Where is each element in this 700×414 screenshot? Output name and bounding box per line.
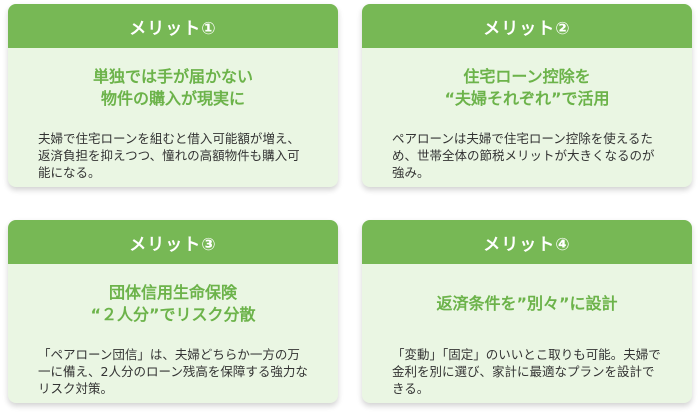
merit-card-2: メリット② 住宅ローン控除を “夫婦それぞれ”で活用 ペアローンは夫婦で住宅ロー… [362,4,692,187]
merit-card-description: 「ペアローン団信」は、夫婦どちらか一方の万一に備え、2人分のローン残高を保障する… [38,347,308,396]
merit-card-title: 団体信用生命保険 “２人分”でリスク分散 [8,276,338,332]
merit-card-title: 住宅ローン控除を “夫婦それぞれ”で活用 [362,60,692,116]
merit-card-header: メリット④ [362,220,692,264]
title-line: 住宅ローン控除を [463,67,591,86]
merit-card-description: 「変動」「固定」のいいとこ取りも可能。夫婦で金利を別に選び、家計に最適なプランを… [392,347,661,396]
title-line: 単独では手が届かない [92,67,253,86]
merit-card-header: メリット③ [8,220,338,264]
merit-card-1: メリット① 単独では手が届かない 物件の購入が現実に 夫婦で住宅ローンを組むと借… [8,4,338,187]
merit-card-3: メリット③ 団体信用生命保険 “２人分”でリスク分散 「ペアローン団信」は、夫婦… [8,220,338,403]
title-line: 物件の購入が現実に [100,89,245,108]
merit-card-title: 返済条件を”別々”に設計 [362,276,692,332]
merit-card-4: メリット④ 返済条件を”別々”に設計 「変動」「固定」のいいとこ取りも可能。夫婦… [362,220,692,403]
merit-card-title: 単独では手が届かない 物件の購入が現実に [8,60,338,116]
merit-card-header: メリット① [8,4,338,48]
merit-card-description: 夫婦で住宅ローンを組むと借入可能額が増え、返済負担を抑えつつ、憧れの高額物件も購… [38,131,300,180]
merit-card-description: ペアローンは夫婦で住宅ローン控除を使えるため、世帯全体の節税メリットが大きくなる… [392,131,655,180]
title-line: “２人分”でリスク分散 [90,305,256,324]
title-line: 団体信用生命保険 [108,283,237,302]
title-line: “夫婦それぞれ”で活用 [444,89,610,108]
title-line: 返済条件を”別々”に設計 [436,294,618,313]
merit-card-header: メリット② [362,4,692,48]
